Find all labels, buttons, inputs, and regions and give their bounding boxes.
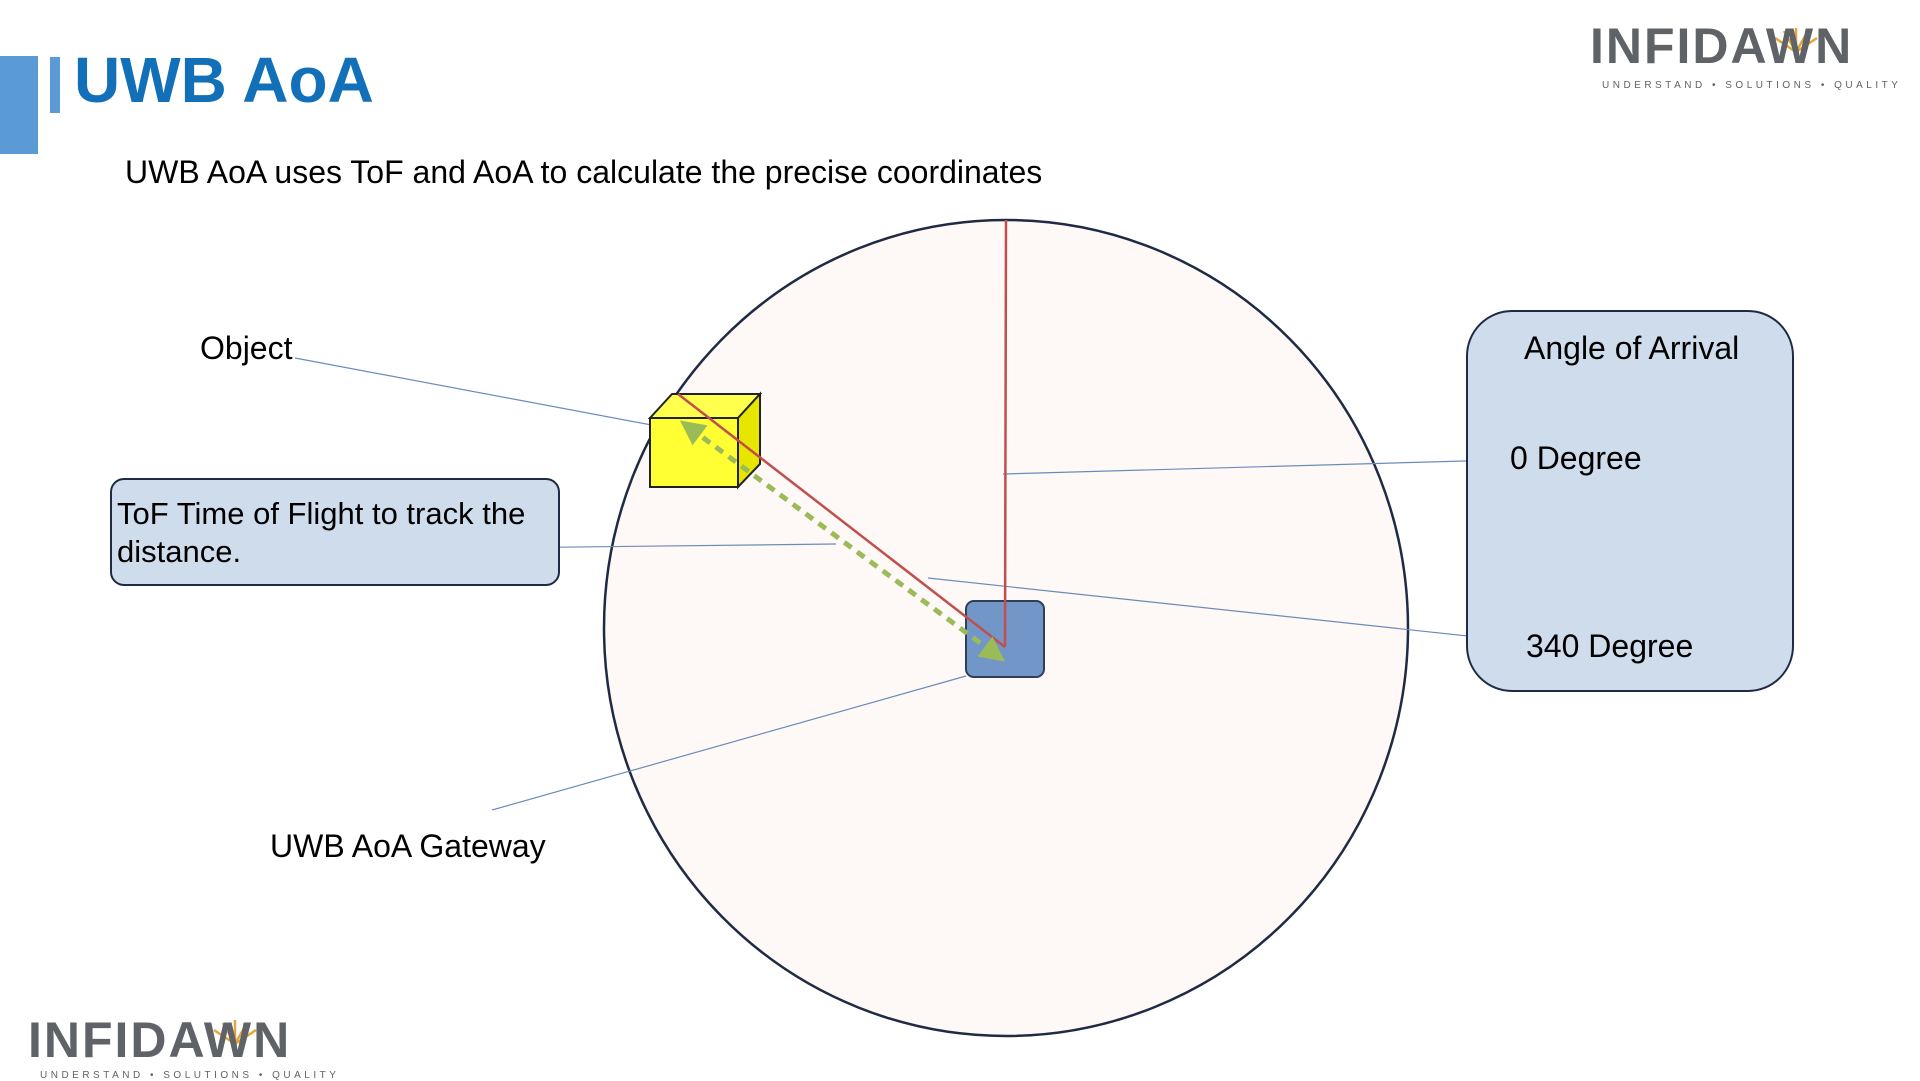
logo-bottom-left: INFIDAWN UNDERSTAND • SOLUTIONS • QUALIT…	[28, 1010, 358, 1081]
sunburst-icon	[1774, 28, 1818, 54]
gateway-label: UWB AoA Gateway	[270, 828, 546, 864]
accent-bar-large	[0, 56, 38, 154]
slide-subtitle: UWB AoA uses ToF and AoA to calculate th…	[125, 154, 1043, 190]
accent-bar-thin	[50, 57, 60, 113]
aoa-box	[1466, 310, 1794, 692]
tof-box-text: ToF Time of Flight to track the distance…	[117, 496, 526, 569]
logo-wordmark: INFIDAWN	[1590, 18, 1854, 74]
deg340-label: 340 Degree	[1526, 628, 1694, 664]
deg0-leader-line	[1002, 459, 1501, 475]
reference-ray-0deg	[1003, 219, 1008, 648]
slide-title: UWB AoA	[74, 44, 374, 116]
tof-box	[110, 478, 560, 586]
aoa-box-title: Angle of Arrival	[1524, 330, 1740, 366]
gateway-leader-line	[491, 675, 967, 811]
object-leader-line	[294, 357, 679, 431]
object-label: Object	[200, 330, 293, 366]
logo-tagline: UNDERSTAND • SOLUTIONS • QUALITY	[1602, 80, 1902, 91]
logo-top-right: INFIDAWN UNDERSTAND • SOLUTIONS • QUALIT…	[1590, 16, 1915, 91]
deg0-label: 0 Degree	[1510, 440, 1642, 476]
logo-wordmark: INFIDAWN	[28, 1012, 292, 1068]
deg340-leader-line	[927, 577, 1515, 642]
logo-tagline: UNDERSTAND • SOLUTIONS • QUALITY	[40, 1070, 340, 1081]
sunburst-icon	[213, 1020, 257, 1046]
